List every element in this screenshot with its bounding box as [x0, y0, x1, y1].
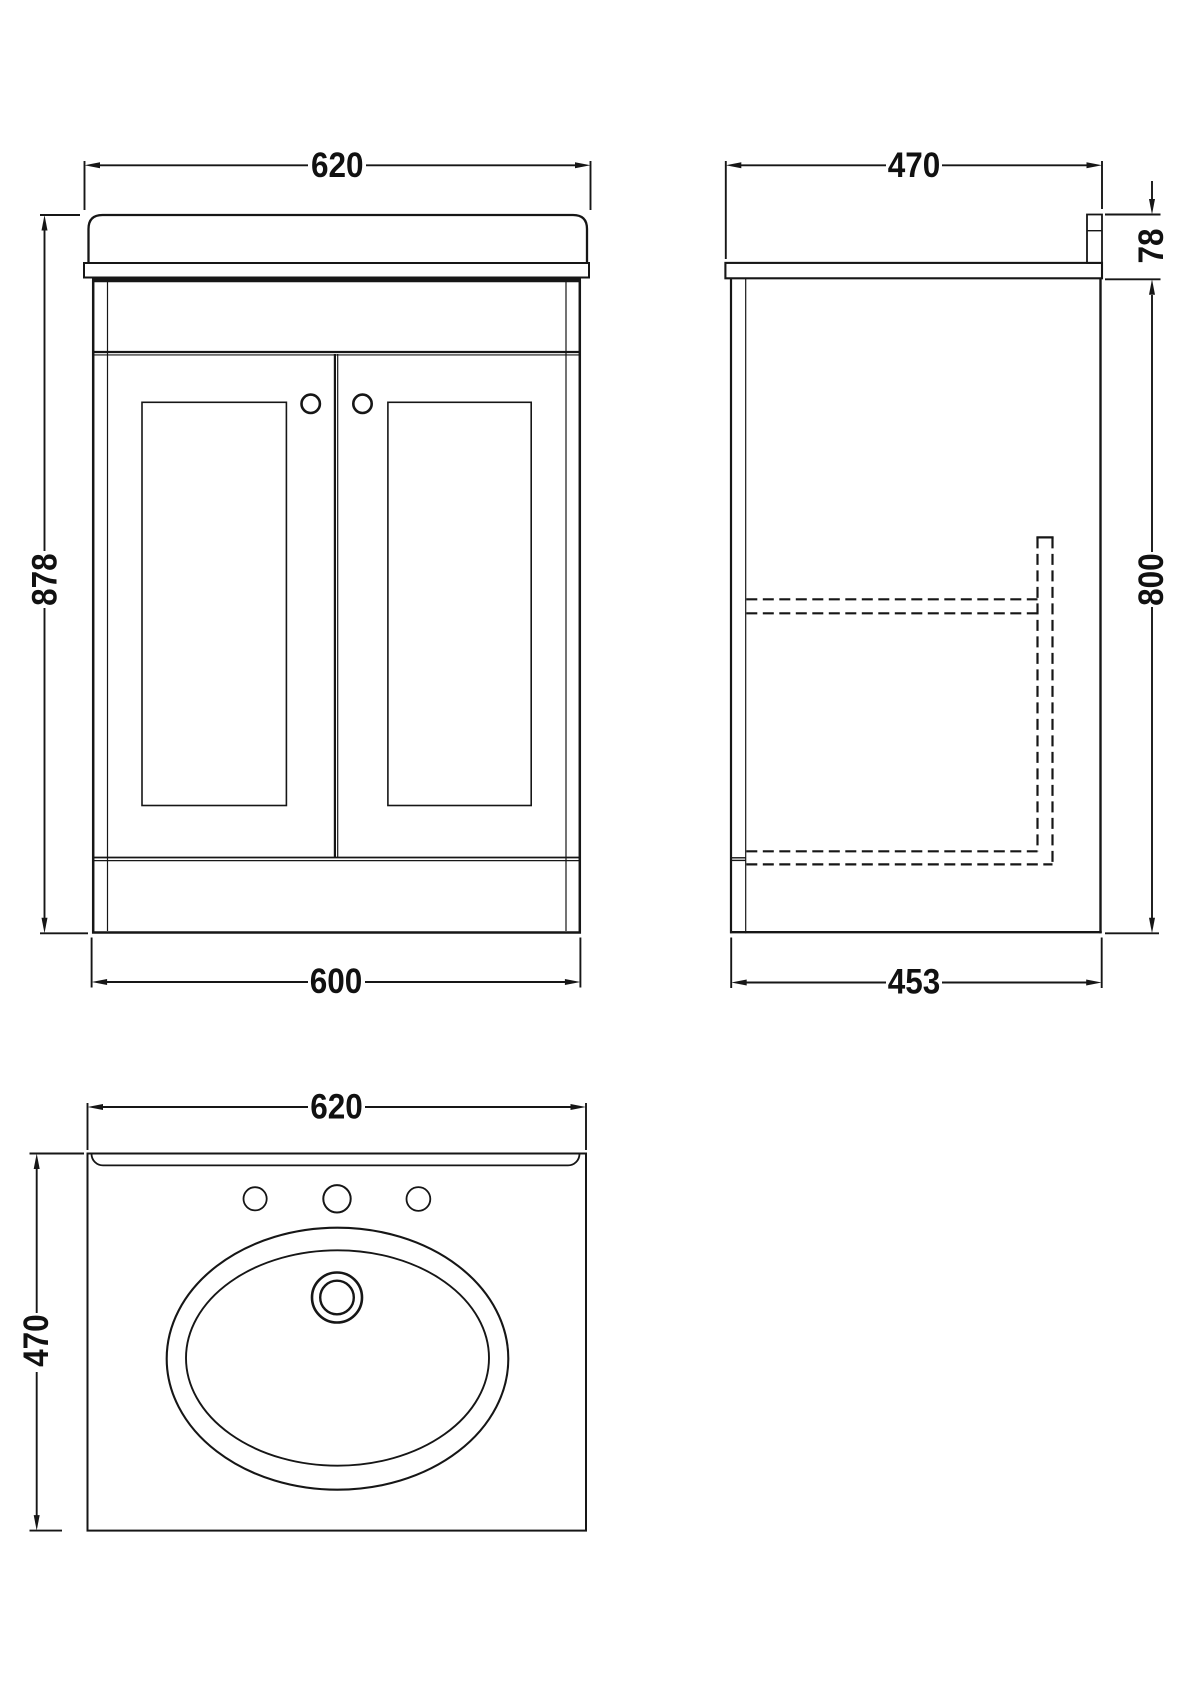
svg-text:800: 800	[1133, 553, 1172, 606]
svg-text:620: 620	[311, 147, 364, 186]
svg-text:470: 470	[18, 1314, 57, 1367]
svg-text:78: 78	[1133, 228, 1172, 263]
svg-text:600: 600	[310, 963, 363, 1002]
svg-text:453: 453	[888, 963, 941, 1002]
svg-text:620: 620	[310, 1088, 363, 1127]
svg-text:470: 470	[888, 147, 941, 186]
svg-text:878: 878	[26, 553, 65, 606]
